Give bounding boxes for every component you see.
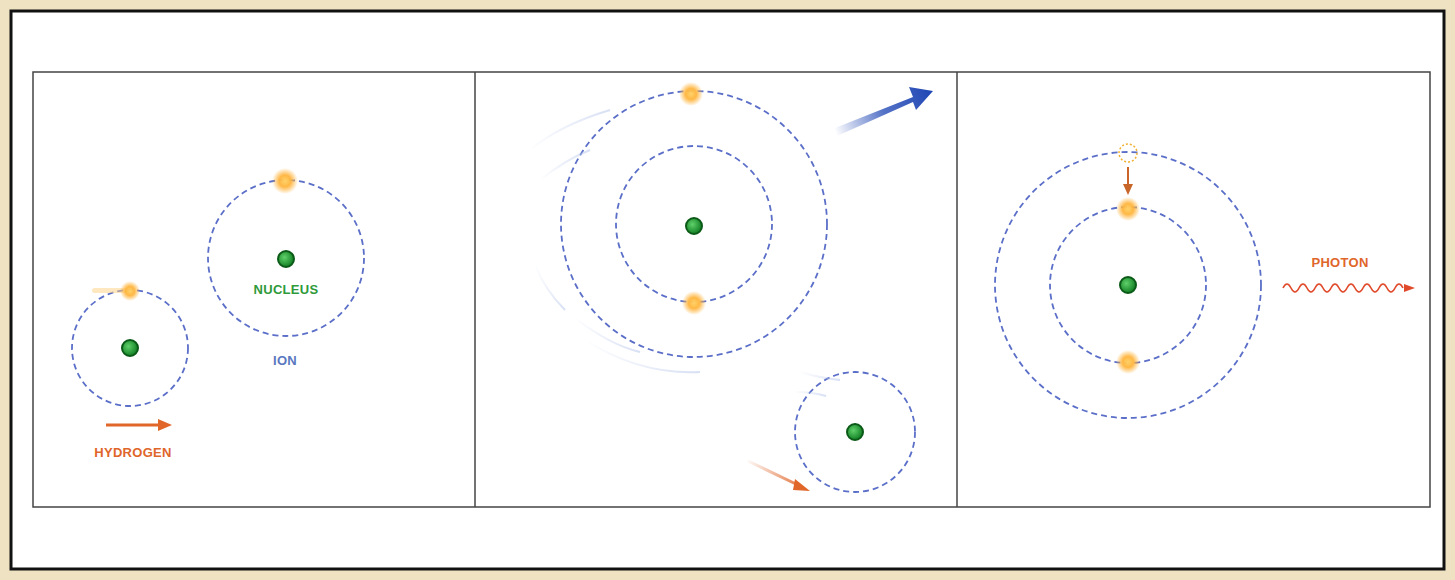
label: PHOTON [1311, 256, 1368, 269]
motion-arrow [106, 87, 1133, 491]
electron [120, 82, 1140, 374]
orbit [72, 91, 1261, 492]
panel-divider [956, 72, 958, 507]
label: ION [273, 354, 297, 367]
former-electron [1119, 144, 1137, 162]
label: NUCLEUS [254, 283, 319, 296]
nucleus [122, 218, 1136, 440]
label: HYDROGEN [94, 446, 172, 459]
page-frame [11, 11, 1444, 569]
panel-divider [474, 72, 476, 507]
panel-frame [33, 72, 1430, 507]
motion-blur [530, 110, 840, 396]
photon-wave [1283, 284, 1415, 292]
